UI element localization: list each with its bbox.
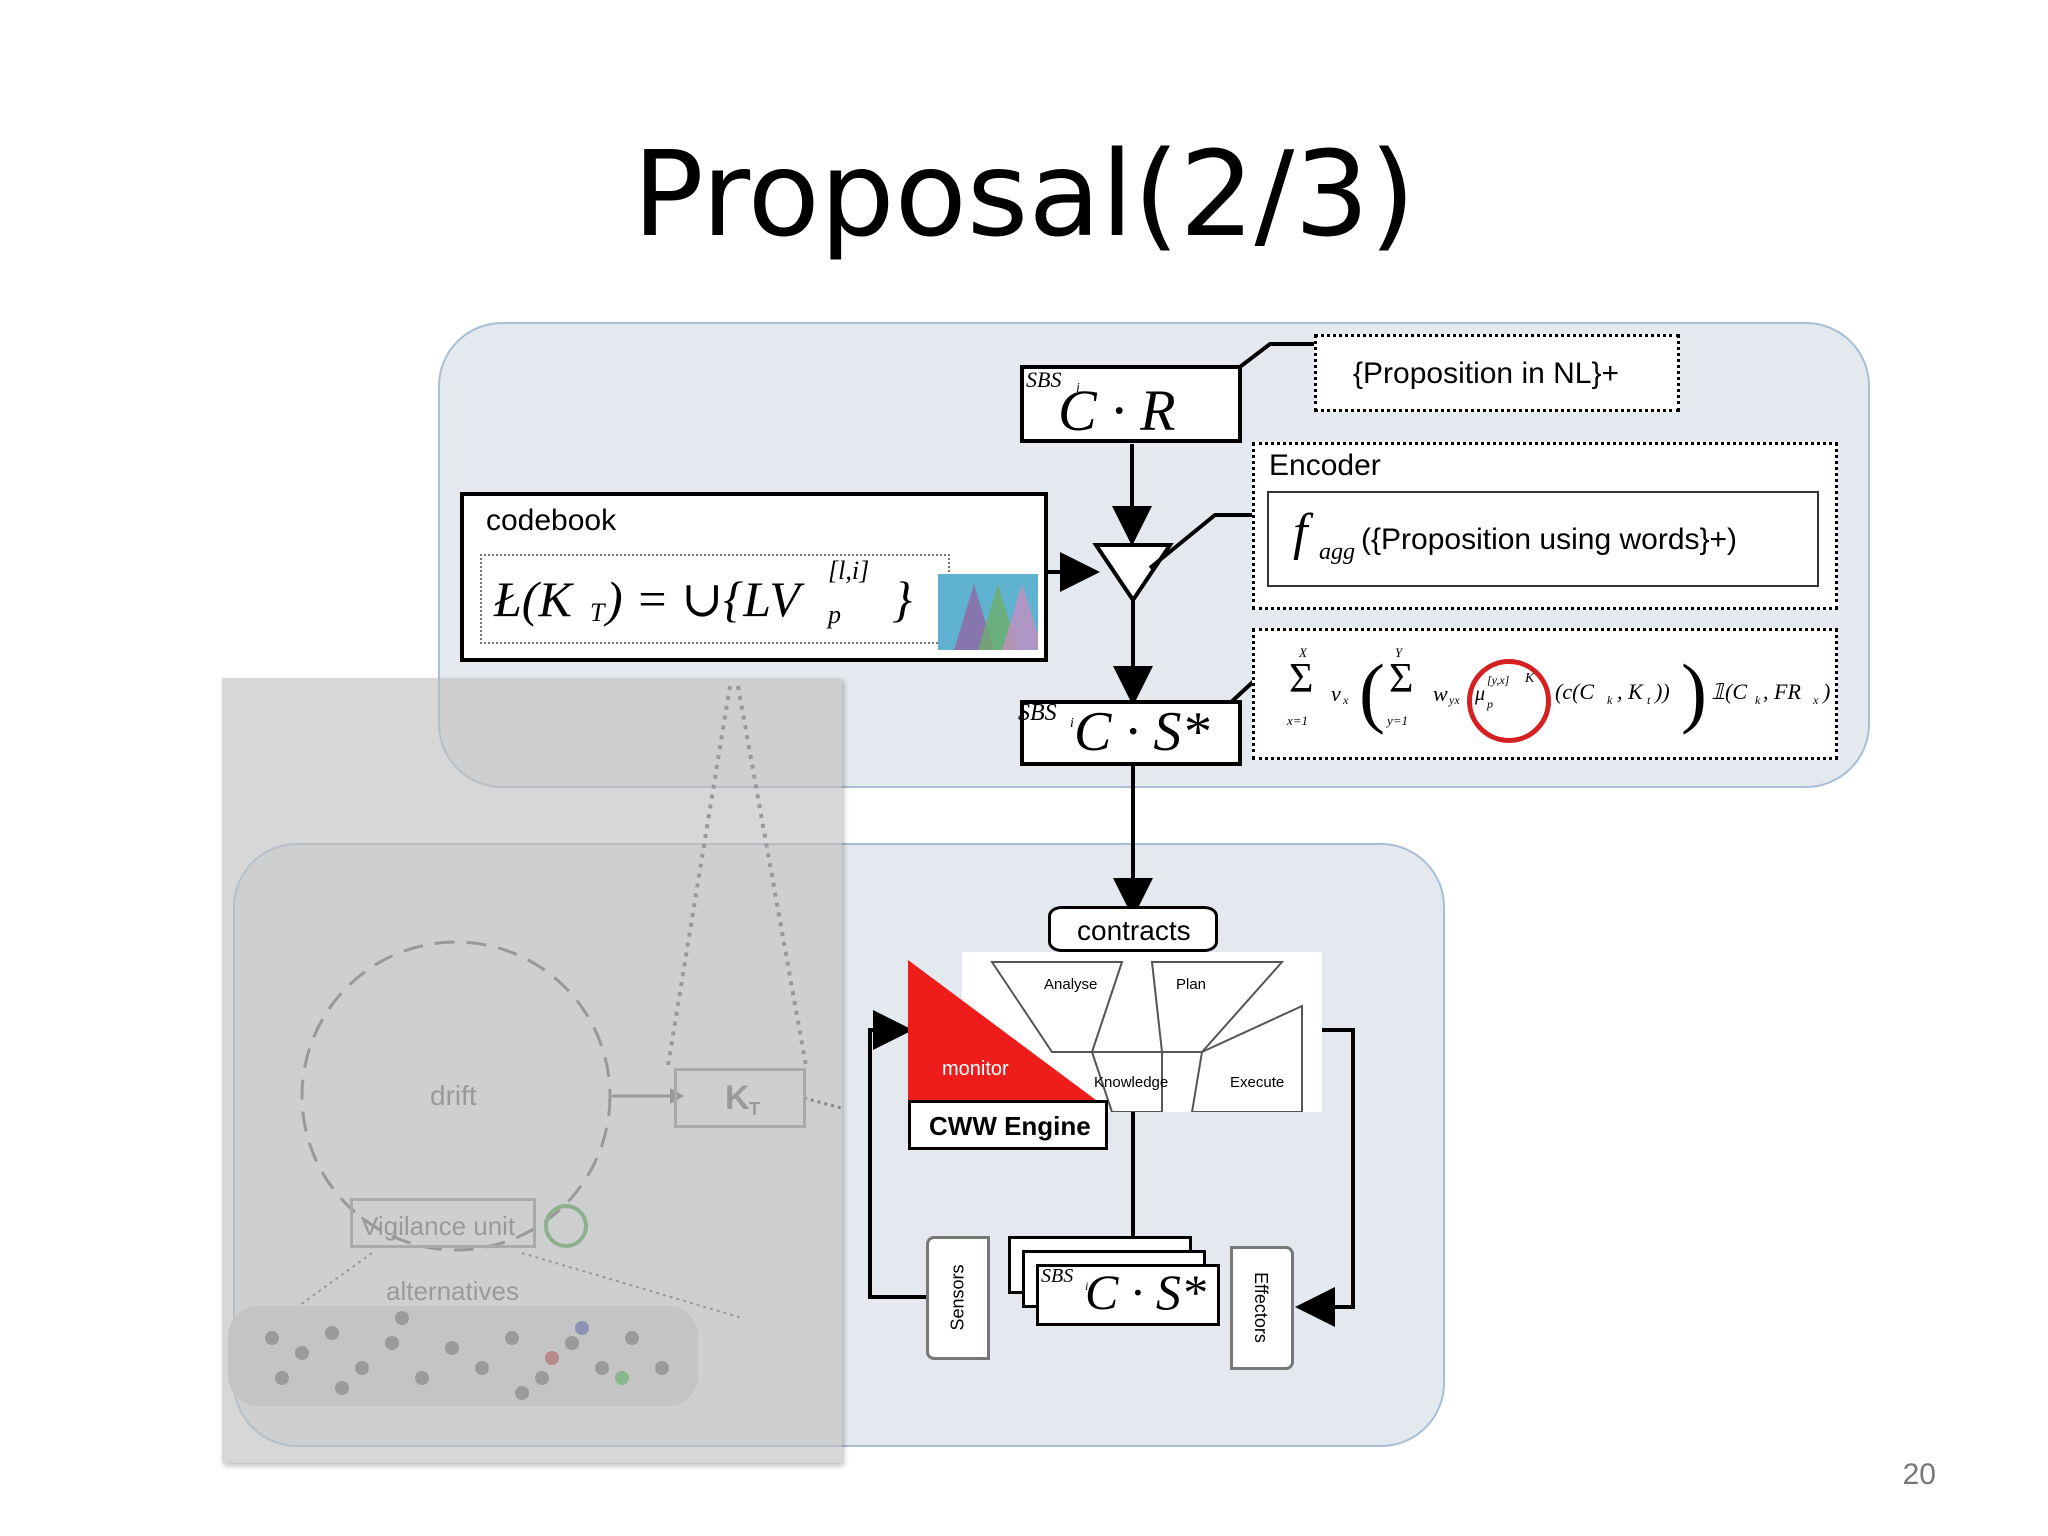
encoder-label: Encoder: [1269, 449, 1381, 482]
overlay-drawing: [228, 685, 842, 1406]
slide-number: 20: [1902, 1458, 1936, 1491]
codebook-formula-sup: [l,i]: [828, 556, 870, 585]
drift-label: drift: [430, 1080, 477, 1111]
encoder-text: ({Proposition using words}+): [1361, 523, 1738, 556]
encoder-box: Encoder f agg ({Proposition using words}…: [1252, 442, 1838, 610]
vx: v: [1331, 681, 1341, 706]
vx-sub: x: [1343, 693, 1349, 707]
monitor-label: monitor: [942, 1058, 1009, 1080]
effectors-bracket: Effectors: [1230, 1246, 1294, 1370]
sum-x-bottom: x=1: [1287, 713, 1309, 728]
sbs-cr-sup: SBS: [1026, 367, 1062, 392]
kt-box: K T: [674, 1068, 806, 1128]
wy-sub: yx: [1449, 693, 1460, 707]
sbs-bottom-sup: SBS: [1041, 1265, 1074, 1287]
codebook-label: codebook: [486, 504, 617, 537]
sbs-cr-formula: C · R: [1058, 378, 1176, 443]
knowledge-label: Knowledge: [1094, 1074, 1169, 1091]
codebook-formula-sub2: p: [828, 600, 841, 629]
sbs-cs-formula: C · S*: [1074, 701, 1210, 763]
sum-y-symbol: Σ: [1389, 656, 1414, 702]
effectors-label: Effectors: [1250, 1272, 1271, 1343]
ind-sub: k: [1755, 693, 1761, 707]
cww-engine-label: CWW Engine: [929, 1111, 1091, 1141]
sbs-cs-sub: i: [1070, 716, 1074, 731]
analyse-label: Analyse: [1044, 976, 1098, 993]
aggregation-formula-box: X Σ x=1 v x ( Y Σ y=1 w yx μ [y,x] p K (…: [1252, 628, 1838, 760]
execute-label: Execute: [1230, 1074, 1285, 1091]
alternatives-label: alternatives: [386, 1276, 519, 1306]
contracts-label: contracts: [1077, 915, 1191, 946]
ind-mid: , FR: [1763, 679, 1801, 704]
sbs-cs-sup: SBS: [1018, 700, 1057, 726]
kt-label: K: [725, 1079, 750, 1117]
codebook-formula-part1: Ł(K: [494, 571, 572, 627]
sensors-label: Sensors: [947, 1264, 968, 1331]
proposition-nl-text: {Proposition in NL}+: [1353, 357, 1620, 390]
highlight-circle: [1467, 659, 1551, 743]
indicator: 𝟙(C: [1711, 679, 1747, 704]
c-sub: k: [1607, 693, 1613, 707]
sum-x-top: X: [1299, 645, 1307, 660]
monitor-triangle: [908, 960, 1104, 1106]
paren-open: (: [1359, 648, 1385, 735]
vigilance-unit-label: Vigilance unit: [361, 1211, 516, 1241]
faded-overlay: drift K T Vigilance unit alternatives: [222, 678, 842, 1463]
wy: w: [1433, 681, 1448, 706]
ind-end: ): [1823, 679, 1831, 704]
membership-function-icon: [938, 574, 1038, 650]
c-mid: , K: [1617, 679, 1643, 704]
vigilance-unit-box: Vigilance unit: [350, 1198, 536, 1248]
aggregator-triangle: [1092, 543, 1174, 604]
c-sub2: t: [1647, 693, 1651, 707]
codebook-formula-sub: T: [590, 598, 605, 627]
paren-close: ): [1681, 648, 1707, 735]
sum-y-top: Y: [1395, 645, 1403, 660]
codebook-formula-end: }: [892, 571, 912, 627]
kt-sub: T: [749, 1099, 760, 1119]
codebook-formula-box: Ł(K T ) = ∪{LV [l,i] p }: [480, 554, 950, 644]
sbs-cr-sub: i: [1076, 381, 1080, 396]
encoder-f-sub: agg: [1319, 539, 1355, 565]
contracts-cylinder: contracts: [1048, 906, 1218, 952]
sensors-bracket: Sensors: [926, 1236, 990, 1360]
plan-label: Plan: [1176, 976, 1207, 993]
codebook-box: codebook Ł(K T ) = ∪{LV [l,i] p }: [460, 492, 1048, 662]
sbs-bottom-box: SBS i C · S*: [1036, 1264, 1220, 1326]
c-end: )): [1655, 679, 1670, 704]
codebook-formula-part2: ) = ∪{LV: [606, 571, 800, 627]
ind-sub2: x: [1813, 693, 1819, 707]
sum-y-bottom: y=1: [1387, 713, 1409, 728]
slide-title: Proposal(2/3): [632, 125, 1416, 263]
cww-engine-box: CWW Engine: [908, 1100, 1108, 1150]
sum-x-symbol: Σ: [1289, 656, 1314, 702]
encoder-f: f: [1293, 504, 1308, 561]
encoder-inner-box: f agg ({Proposition using words}+): [1267, 491, 1819, 587]
c-expr: (c(C: [1555, 679, 1595, 704]
sbs-cr-box: SBS i C · R: [1020, 365, 1242, 443]
sbs-bottom-formula: C · S*: [1085, 1264, 1206, 1320]
sbs-cs-box: SBS i C · S*: [1018, 700, 1242, 766]
sbs-bottom-sub: i: [1085, 1279, 1089, 1293]
proposition-nl-box: {Proposition in NL}+: [1314, 334, 1680, 412]
